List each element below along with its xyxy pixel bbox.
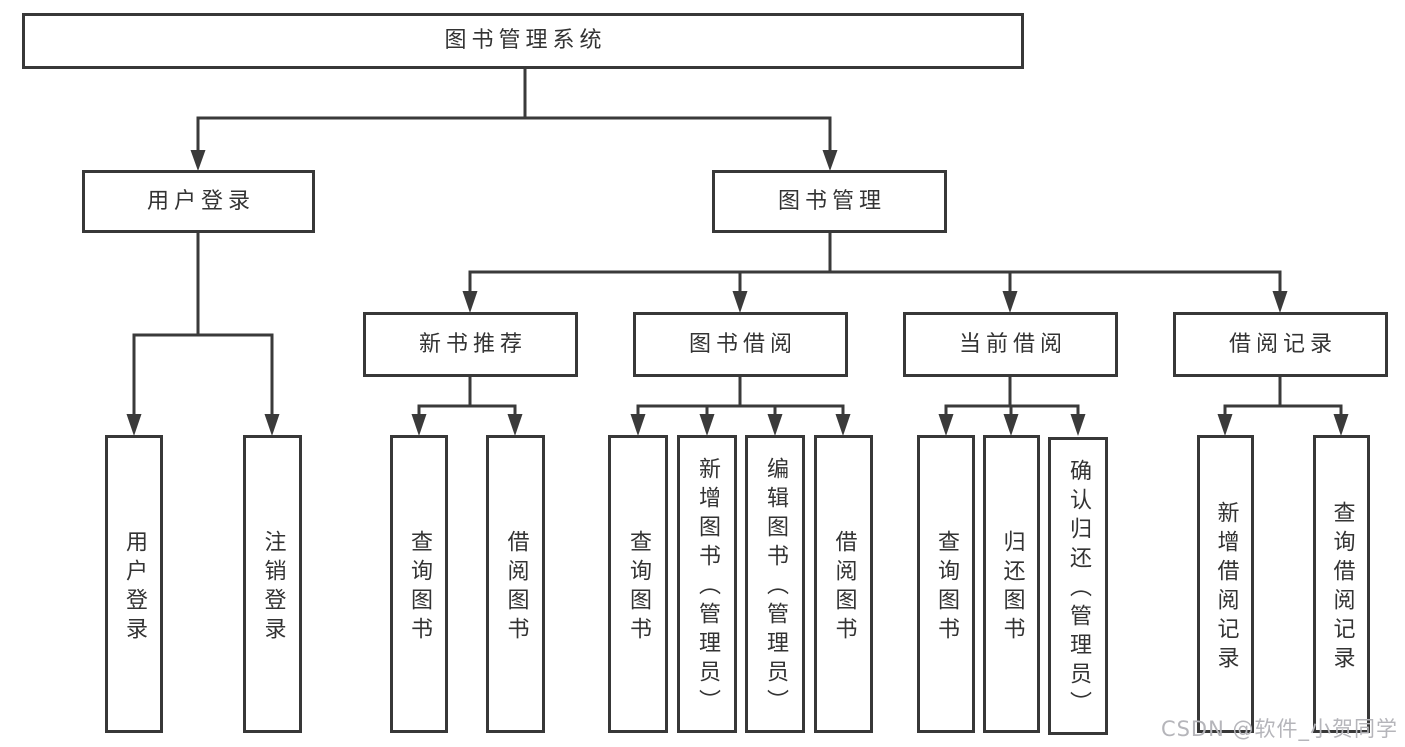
- node-label: 新增借阅记录: [1213, 500, 1239, 675]
- connector-bookborrow-to-leaves: [630, 377, 851, 436]
- leaf-add-books-admin: 新增图书（管理员）: [677, 435, 737, 733]
- node-label: 注销登录: [260, 529, 286, 646]
- node-label: 查询图书: [934, 529, 959, 646]
- leaf-borrow-books: 借阅图书: [814, 435, 873, 733]
- node-library-system: 图书管理系统: [22, 13, 1024, 69]
- leaf-return-books: 归还图书: [983, 435, 1040, 733]
- leaf-confirm-return-admin: 确认归还（管理员）: [1048, 437, 1108, 735]
- leaf-add-borrow-record: 新增借阅记录: [1197, 435, 1254, 733]
- connector-currentborrow-to-leaves: [938, 377, 1086, 436]
- node-book-management: 图书管理: [712, 170, 947, 233]
- connector-bookmgmt-to-level3: [462, 233, 1288, 313]
- node-label: 用户登录: [146, 188, 255, 214]
- node-current-borrowing: 当前借阅: [903, 312, 1118, 377]
- connector-records-to-leaves: [1217, 377, 1349, 436]
- node-user-login: 用户登录: [82, 170, 315, 233]
- node-label: 新增图书（管理员）: [695, 457, 720, 718]
- node-label: 用户登录: [122, 529, 147, 646]
- leaf-user-login: 用户登录: [105, 435, 163, 733]
- connector-userlogin-to-leaves: [126, 233, 280, 436]
- leaf-query-borrow-record: 查询借阅记录: [1313, 435, 1370, 733]
- node-label: 图书管理系统: [444, 28, 607, 53]
- watermark: CSDN @软件_小贺同学: [1160, 717, 1398, 741]
- node-label: 编辑图书（管理员）: [763, 457, 788, 718]
- node-label: 确认归还（管理员）: [1066, 459, 1091, 720]
- node-label: 借阅记录: [1228, 331, 1337, 357]
- node-label: 借阅图书: [831, 529, 857, 646]
- node-label: 查询借阅记录: [1329, 500, 1355, 675]
- node-label: 查询图书: [407, 529, 432, 646]
- node-new-book-recommendation: 新书推荐: [363, 312, 578, 377]
- node-label: 查询图书: [626, 529, 651, 646]
- node-book-borrowing: 图书借阅: [633, 312, 848, 377]
- leaf-query-books-recommend: 查询图书: [390, 435, 448, 733]
- node-label: 当前借阅: [958, 331, 1067, 357]
- leaf-query-books-borrow: 查询图书: [608, 435, 668, 733]
- leaf-borrow-books-recommend: 借阅图书: [486, 435, 545, 733]
- node-label: 图书管理: [777, 188, 886, 214]
- node-label: 新书推荐: [418, 331, 527, 357]
- connector-newbook-to-leaves: [411, 377, 523, 436]
- node-borrowing-records: 借阅记录: [1173, 312, 1388, 377]
- leaf-query-books-current: 查询图书: [917, 435, 975, 733]
- node-label: 借阅图书: [503, 529, 529, 646]
- connector-root-to-level2: [190, 68, 838, 171]
- leaf-logout-login: 注销登录: [243, 435, 302, 733]
- node-label: 图书借阅: [688, 331, 797, 357]
- leaf-edit-books-admin: 编辑图书（管理员）: [745, 435, 805, 733]
- node-label: 归还图书: [999, 529, 1025, 646]
